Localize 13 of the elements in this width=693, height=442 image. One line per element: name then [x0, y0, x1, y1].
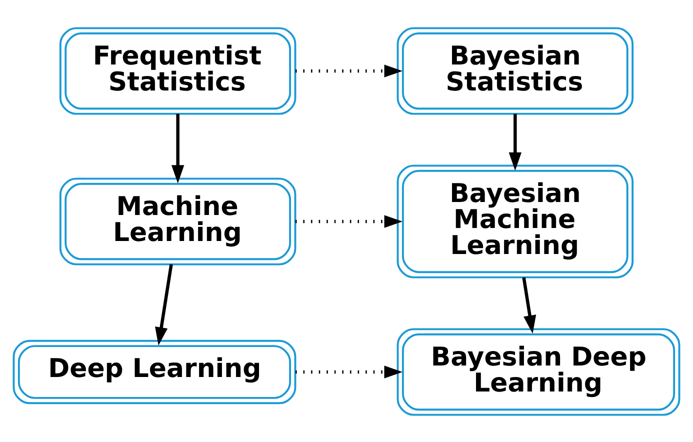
arrow — [171, 113, 184, 183]
node-box: Frequentist Statistics — [59, 26, 296, 114]
arrow — [295, 214, 402, 228]
arrow — [296, 365, 402, 378]
node-box: Deep Learning — [12, 339, 296, 404]
arrow — [508, 113, 522, 170]
arrow — [295, 64, 402, 77]
node-box: Bayesian Statistics — [396, 26, 634, 114]
node-box: Bayesian Deep Learning — [396, 328, 680, 416]
arrow — [522, 276, 536, 334]
node-box: Machine Learning — [59, 177, 296, 265]
node-box: Bayesian Machine Learning — [396, 164, 634, 278]
arrow — [155, 264, 173, 346]
